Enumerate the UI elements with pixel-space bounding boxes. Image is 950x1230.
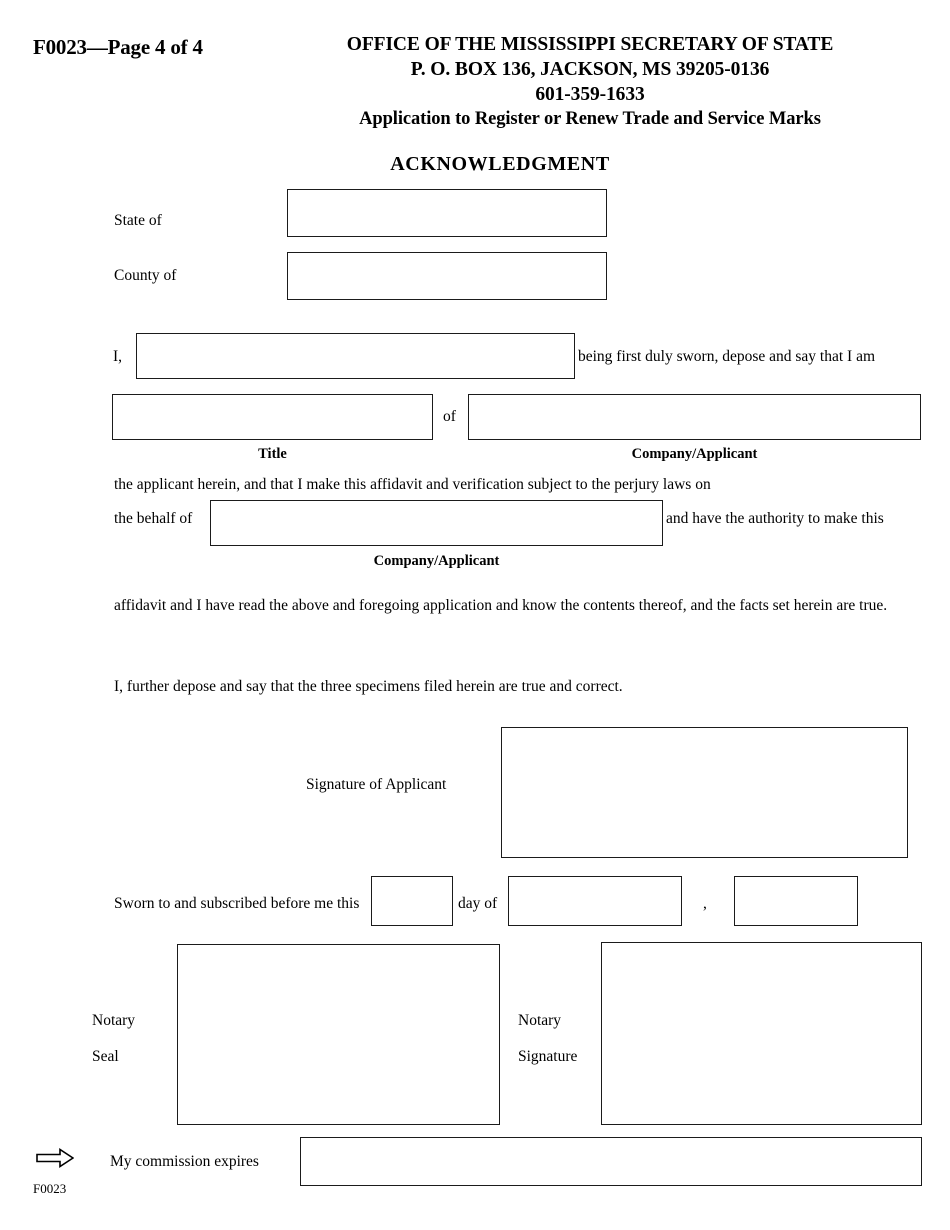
footer-form-code: F0023 [33,1181,67,1196]
state-of-input[interactable] [287,189,607,237]
form-title: Application to Register or Renew Trade a… [359,109,821,129]
county-of-input[interactable] [287,252,607,300]
page-label: F0023—Page 4 of 4 [33,35,203,59]
agency-address-line: P. O. BOX 136, JACKSON, MS 39205-0136 [410,59,770,80]
agency-phone: 601-359-1633 [535,84,645,105]
section-title-acknowledgment: ACKNOWLEDGMENT [390,153,610,175]
notary-signature-label-line1: Notary [518,1012,562,1029]
county-of-label: County of [114,267,177,284]
signature-of-applicant-input[interactable] [501,727,908,858]
title-input[interactable] [112,394,433,440]
commission-expires-label: My commission expires [110,1153,259,1170]
notary-seal-input[interactable] [177,944,500,1125]
company-applicant-input[interactable] [468,394,921,440]
arrow-right-icon [36,1148,74,1168]
notary-signature-input[interactable] [601,942,922,1125]
sworn-day-input[interactable] [371,876,453,926]
agency-name-line: OFFICE OF THE MISSISSIPPI SECRETARY OF S… [346,34,834,55]
i-label: I, [113,348,123,365]
behalf-company-applicant-caption: Company/Applicant [373,553,500,569]
sworn-month-input[interactable] [508,876,682,926]
applicant-herein-text: the applicant herein, and that I make th… [114,476,711,493]
of-label: of [443,408,456,425]
sworn-year-input[interactable] [734,876,858,926]
behalf-of-label: the behalf of [114,510,193,527]
commission-expires-input[interactable] [300,1137,922,1186]
notary-signature-label-line2: Signature [518,1048,578,1065]
specimens-text: I, further depose and say that the three… [114,678,623,695]
sworn-comma: , [703,895,707,912]
authority-text: and have the authority to make this [666,510,884,527]
behalf-company-applicant-input[interactable] [210,500,663,546]
notary-seal-label-line1: Notary [92,1012,136,1029]
affiant-name-input[interactable] [136,333,575,379]
notary-seal-label-line2: Seal [92,1048,119,1065]
title-caption: Title [258,446,287,462]
signature-of-applicant-label: Signature of Applicant [306,776,447,793]
company-applicant-caption: Company/Applicant [631,446,758,462]
state-of-label: State of [114,212,162,229]
sworn-label: Sworn to and subscribed before me this [114,895,360,912]
affidavit-text: affidavit and I have read the above and … [114,597,888,614]
day-of-label: day of [458,895,498,912]
being-sworn-text: being first duly sworn, depose and say t… [578,348,876,365]
